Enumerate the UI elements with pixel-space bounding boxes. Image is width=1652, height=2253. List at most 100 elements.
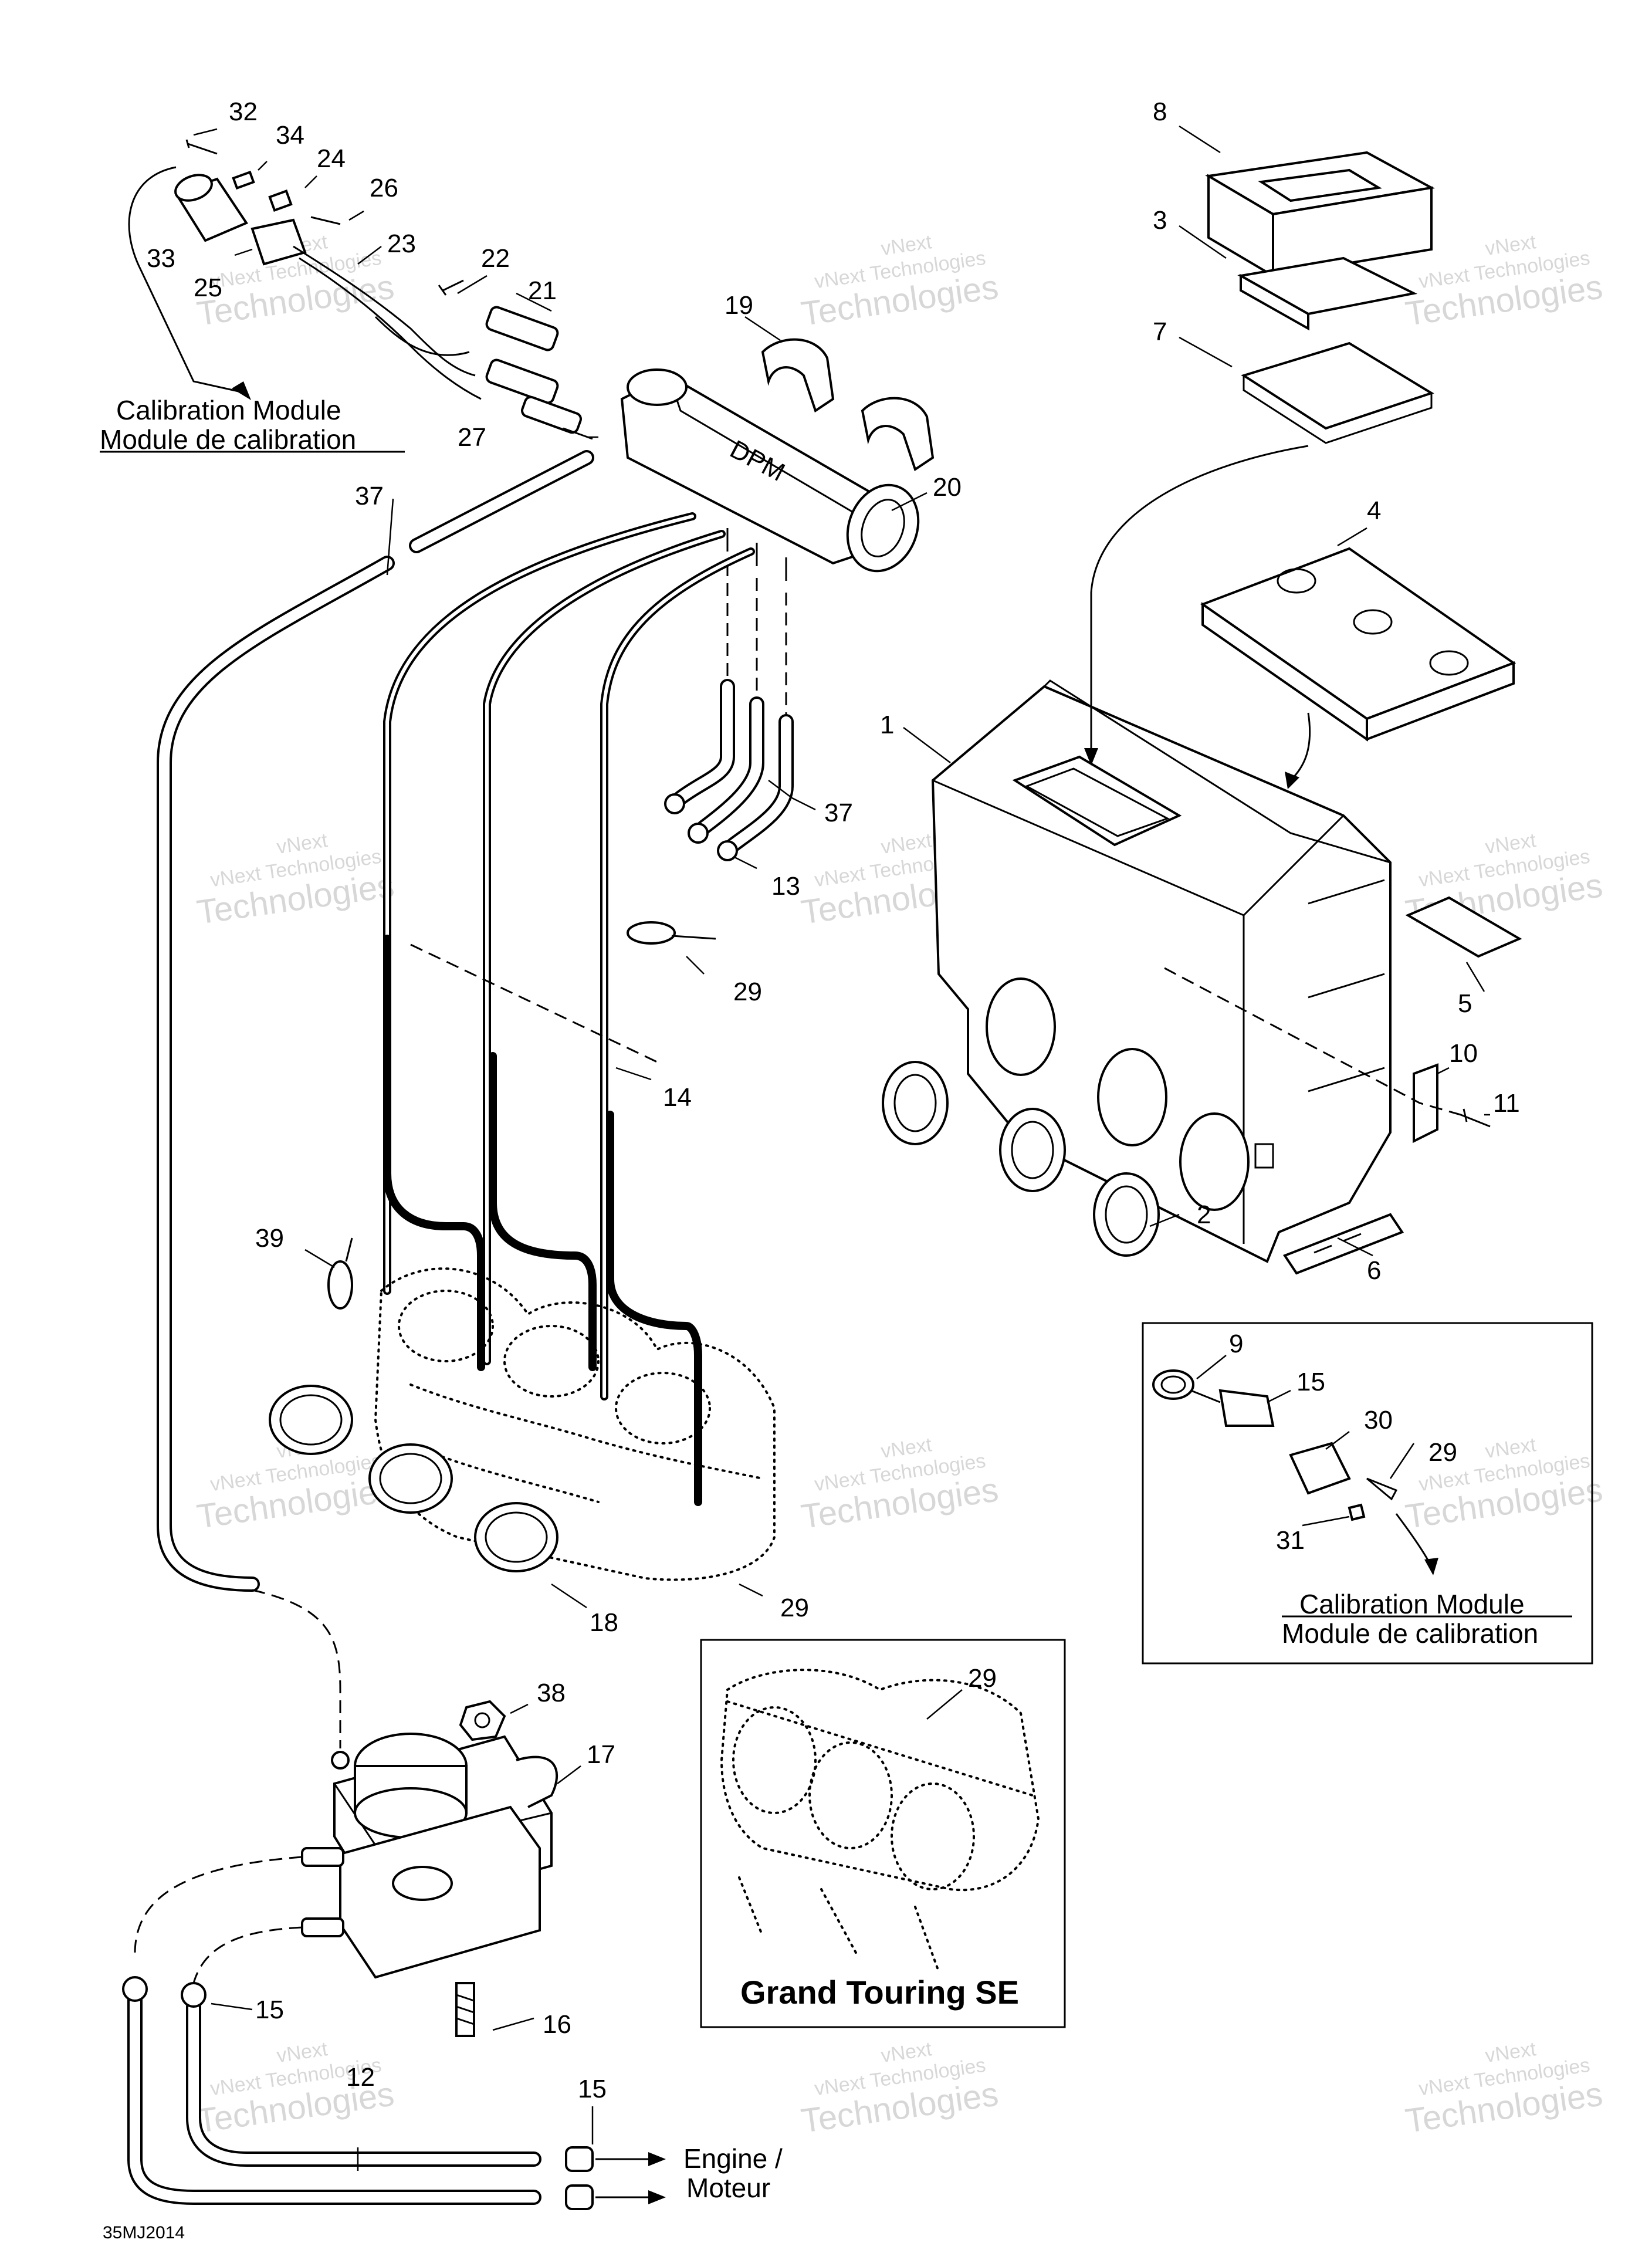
grand-touring-inset [700,1639,1066,2028]
callout-17: 16 [543,2010,571,2039]
callout-3: 3 [1153,206,1167,235]
callout-22: 21 [528,276,557,305]
callout-29-inset: 29 [968,1664,997,1693]
dpm-harness-assembly: DPM [174,139,935,716]
callout-36: 34 [276,121,304,150]
arrow-head-2 [1285,772,1299,789]
watermark-4: vNext vNext Technologies Technologies [195,829,397,932]
callout-27: 26 [370,174,398,202]
engine-arrows [595,2152,666,2204]
callout-31: 29 [1428,1438,1457,1467]
callout-20: 19 [725,291,753,320]
hose-clamps-part-13 [664,793,738,861]
callout-30: 29 [733,977,762,1006]
captions: Calibration Module Module de calibration… [100,395,1572,2242]
fitting-axis-lines [726,563,787,716]
callout-16: 15 [1296,1368,1325,1396]
inset-title: Grand Touring SE [740,1974,1019,2011]
engine-en: Engine / [683,2143,783,2174]
arrow-cover-to-body [1090,445,1309,757]
callout-8: 8 [1153,97,1167,126]
callout-14: 14 [663,1083,692,1112]
callout-numbers: 8 3 7 4 1 5 10 11 2 6 20 19 21 22 23 26 … [147,97,1520,2103]
arrow-foam-to-body [1289,712,1311,782]
clamp-part-20 [761,338,935,472]
screw-part-17 [455,1982,475,2037]
calibration-inset-fr: Module de calibration [1282,1618,1538,1649]
sensor-part-16 [1190,1389,1275,1427]
callout-15-right: 15 [578,2075,607,2103]
gasket-part-5 [1405,896,1522,958]
hose-clamps-part-15 [122,1976,594,2210]
calibration-arrow-top [128,166,247,394]
regulator-part-18 [301,1733,558,1979]
terminal-part-31 [1366,1477,1398,1501]
callout-39: 39 [255,1224,284,1253]
grommet-part-9 [1152,1369,1194,1400]
callout-10: 10 [1449,1039,1478,1068]
connector-part-35 [174,174,248,242]
callout-38: 38 [537,1679,566,1707]
callout-18: 17 [587,1740,615,1769]
callout-29: 29 [780,1594,809,1622]
part-25 [268,190,293,212]
leader-lines [193,125,1490,2171]
callout-23: 22 [481,244,510,273]
part-34 [185,139,218,155]
sensor-inset [1142,1322,1593,1665]
hose-clamps-part-19 [269,1385,558,1572]
watermark-2: vNext vNext Technologies Technologies [799,231,1001,333]
connector-part-26 [250,218,307,266]
screw-part-11 [1460,1108,1491,1128]
nut-part-38 [459,1700,506,1741]
part-36 [232,170,255,190]
callout-4: 4 [1367,496,1381,525]
short-hoses-part-37 [673,679,794,853]
watermark-8: vNext vNext Technologies Technologies [799,1433,1001,1536]
grommets-part-2 [882,1061,1160,1257]
foam-block-part-4 [1200,547,1516,742]
air-silencer-assembly [882,151,1522,1275]
callout-11: 11 [1493,1089,1520,1118]
callout-6: 6 [1367,1256,1381,1285]
connector-part-32 [1289,1442,1351,1495]
callout-2: 2 [1197,1200,1211,1229]
callout-13: 13 [771,872,800,901]
screw-part-23 [438,279,464,296]
callout-5: 5 [1458,989,1472,1018]
calibration-top-fr: Module de calibration [100,424,356,455]
callout-9: 9 [1229,1330,1243,1358]
fuel-lines-part-14 [383,512,755,1506]
callout-37-top: 37 [355,482,384,510]
throttle-bodies-part-29 [374,1267,776,1581]
part-27 [310,216,341,225]
calibration-top-en: Calibration Module [116,395,341,425]
foam-frame-part-8 [1205,151,1436,278]
watermark-3: vNext vNext Technologies Technologies [1403,231,1605,333]
cable-tie-part-39 [327,1237,353,1310]
figure-code: 35MJ2014 [103,2223,185,2242]
return-hose-dash [252,1589,341,1748]
watermark-9: vNext vNext Technologies Technologies [1403,1433,1605,1536]
cable-tie-part-30 [627,921,716,945]
injector-part-22 [485,306,582,434]
arrow-head-1 [1084,748,1098,766]
callout-7: 7 [1153,317,1167,346]
callout-33: 31 [1276,1526,1305,1555]
engine-fr: Moteur [686,2173,770,2203]
silencer-body-part-1 [931,679,1392,1263]
callout-35: 33 [147,244,175,273]
watermark-12: vNext vNext Technologies Technologies [1403,2038,1605,2140]
watermark-11: vNext vNext Technologies Technologies [799,2038,1001,2140]
callout-21: 20 [933,473,962,502]
callout-19: 18 [590,1608,618,1637]
axis-line-10-11 [1164,967,1461,1116]
callout-15-left: 15 [255,1995,284,2024]
callout-37-bottom: 37 [824,799,853,827]
callout-1: 1 [880,711,894,739]
callout-28: 27 [458,423,486,452]
seal-part-33 [1348,1503,1366,1521]
calibration-inset-en: Calibration Module [1299,1589,1525,1619]
callout-25: 24 [317,144,346,173]
